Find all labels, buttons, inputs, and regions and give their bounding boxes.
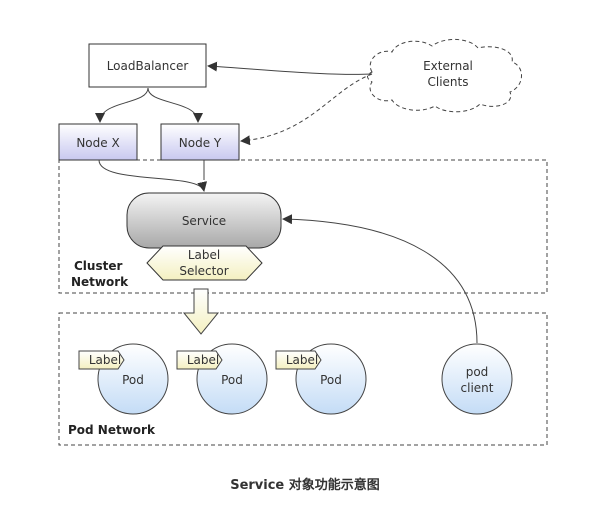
external-clients-line1: External [423, 59, 473, 73]
service-shape: Service [126, 192, 282, 249]
pod-client-line1: pod [466, 365, 489, 379]
pod-network-region [58, 312, 548, 446]
external-clients-cloud: External Clients [367, 39, 522, 113]
node-y-label: Node Y [179, 136, 222, 150]
external-clients-line2: Clients [428, 75, 469, 89]
node-y-box: Node Y [160, 123, 240, 161]
clients-to-node-y-arrow [240, 73, 373, 146]
cluster-network-label-line1: Cluster [74, 259, 122, 273]
label-selector-line1: Label [188, 248, 220, 262]
pod-client-to-service-arrow [282, 214, 478, 344]
selector-down-arrow [182, 288, 220, 335]
pod-2: Label Pod [176, 343, 268, 415]
pod-3: Label Pod [275, 343, 367, 415]
lb-to-node-y-arrow [147, 87, 203, 123]
diagram-caption: Service 对象功能示意图 [230, 477, 380, 493]
label-selector-line2: Selector [179, 264, 228, 278]
service-label: Service [182, 214, 226, 228]
load-balancer-box: LoadBalancer [88, 43, 207, 88]
pod-3-name: Pod [320, 373, 342, 387]
pod-client: pod client [441, 343, 513, 415]
node-x-box: Node X [58, 123, 138, 161]
node-x-to-service-arrow [98, 159, 207, 192]
clients-to-lb-arrow [207, 61, 373, 75]
pod-2-label-tag: Label [187, 353, 219, 367]
pod-2-name: Pod [221, 373, 243, 387]
node-x-label: Node X [76, 136, 119, 150]
pod-client-line2: client [461, 381, 494, 395]
pod-network-label: Pod Network [68, 423, 156, 437]
pod-3-label-tag: Label [286, 353, 318, 367]
pod-1: Label Pod [78, 343, 169, 415]
cluster-network-label-line2: Network [71, 275, 129, 289]
load-balancer-label: LoadBalancer [107, 59, 189, 73]
lb-to-node-x-arrow [95, 87, 149, 123]
cluster-network-region [58, 159, 548, 294]
label-selector-shape: Label Selector [146, 245, 263, 281]
pod-1-name: Pod [122, 373, 144, 387]
pod-1-label-tag: Label [89, 353, 121, 367]
